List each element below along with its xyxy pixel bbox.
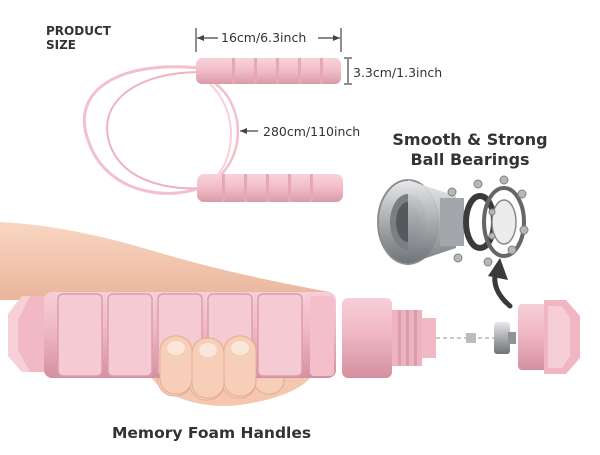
product-size-label: PRODUCT SIZE [46, 24, 126, 52]
handles-caption: Memory Foam Handles [112, 424, 312, 442]
bearings-line1: Smooth & Strong [392, 130, 548, 149]
memory-foam-handle [8, 292, 336, 399]
product-size-line2: SIZE [46, 38, 77, 52]
ball-bearing [377, 175, 529, 267]
cable-pin [436, 322, 516, 354]
handle-diameter-label: 3.3cm/1.3inch [353, 65, 443, 80]
bearings-line2: Ball Bearings [410, 150, 530, 169]
dimension-lines [195, 28, 352, 134]
curved-arrow-icon [488, 258, 513, 309]
handle-length-label: 16cm/6.3inch [221, 30, 307, 45]
rope-length-label: 280cm/110inch [263, 124, 361, 139]
handle-connector [342, 298, 436, 378]
top-handle [196, 58, 341, 84]
bottom-handle [197, 174, 343, 202]
bearings-title: Smooth & Strong Ball Bearings [372, 130, 568, 170]
end-cap [518, 300, 580, 374]
product-size-line1: PRODUCT [46, 24, 111, 38]
